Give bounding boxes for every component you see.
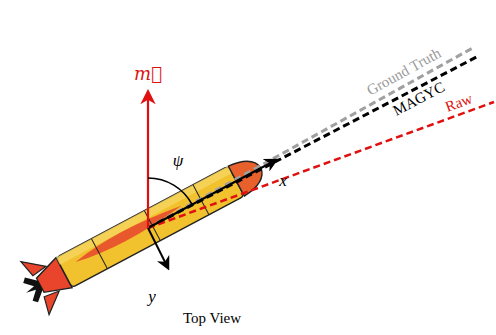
magnetic-vector [147, 92, 149, 228]
raw-line [148, 102, 494, 228]
axis-label: y [148, 288, 156, 305]
x-axis [148, 160, 276, 228]
magyc-line [148, 57, 476, 228]
y-axis [148, 228, 168, 268]
axis-label: x [279, 172, 287, 189]
heading-arc [148, 178, 192, 205]
line-label: MAGYC [391, 79, 447, 118]
ground-truth-line [148, 49, 472, 228]
auv-vehicle [12, 141, 275, 319]
vector-symbol: m⃗ [134, 65, 162, 83]
angle-symbol: ψ [173, 152, 184, 169]
figure-caption: Top View [183, 311, 241, 326]
